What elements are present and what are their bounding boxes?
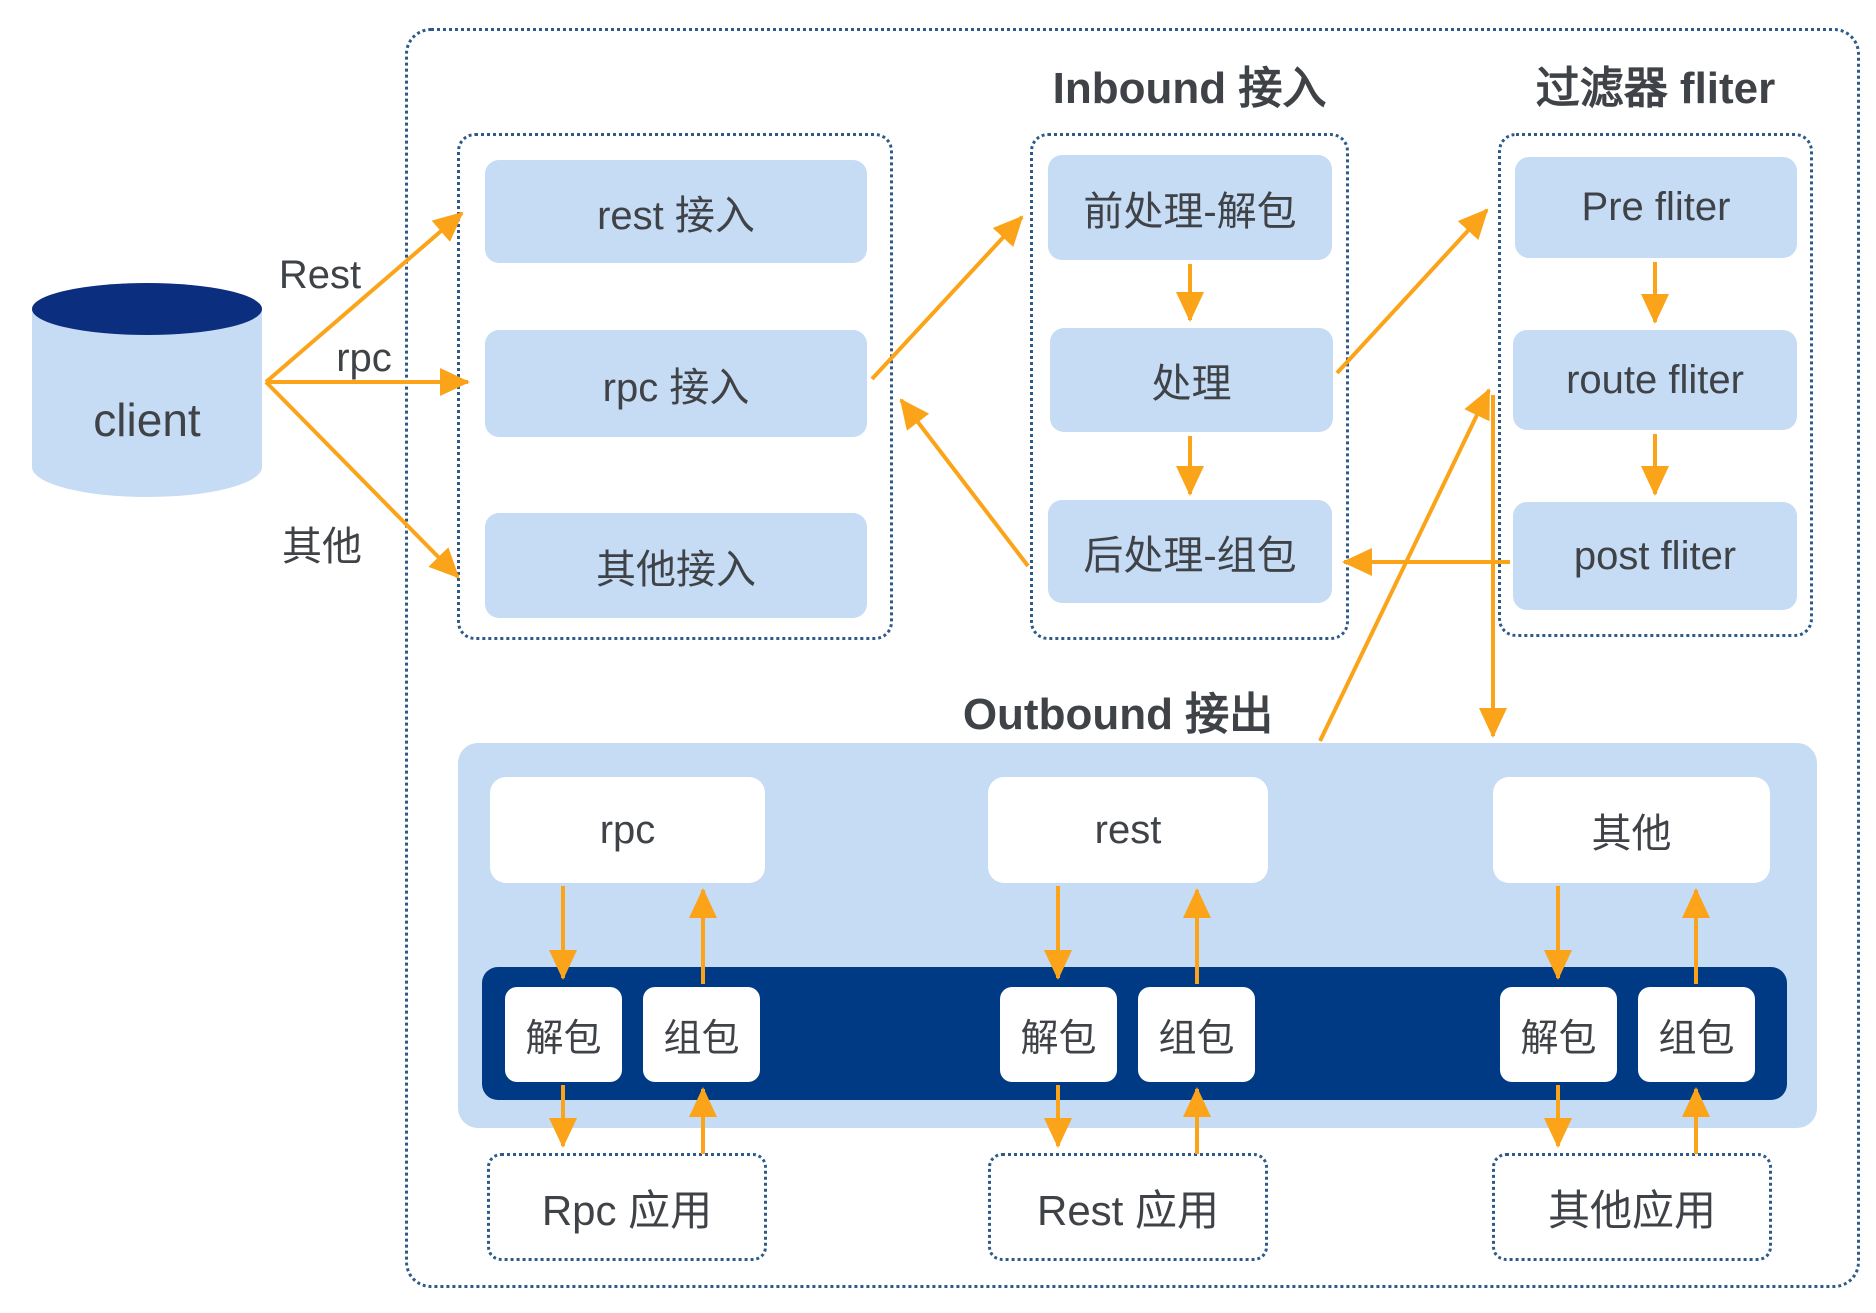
edge-label-other: 其他 <box>282 525 362 569</box>
node-other-app: 其他应用 <box>1492 1153 1772 1261</box>
node-pre-unpack: 前处理-解包 <box>1048 155 1332 260</box>
node-process: 处理 <box>1050 328 1333 432</box>
client-node: client <box>32 283 262 497</box>
node-rpc-app: Rpc 应用 <box>487 1153 767 1261</box>
node-other-unpack: 解包 <box>1500 987 1617 1082</box>
filter-title: 过滤器 fliter <box>1535 64 1776 113</box>
cylinder-top-icon <box>32 283 262 335</box>
node-outbound-rpc: rpc <box>490 777 765 883</box>
node-route-filter: route fliter <box>1513 330 1797 430</box>
node-rpc-unpack: 解包 <box>505 987 622 1082</box>
gateway-container-border <box>405 28 1860 1288</box>
inbound-title: Inbound 接入 <box>1052 64 1327 113</box>
node-rest-unpack: 解包 <box>1000 987 1117 1082</box>
inbound-group-border <box>1030 133 1349 640</box>
outbound-title: Outbound 接出 <box>962 690 1274 739</box>
node-pre-filter: Pre fliter <box>1515 157 1797 258</box>
node-post-filter: post fliter <box>1513 502 1797 610</box>
node-outbound-rest: rest <box>988 777 1268 883</box>
node-rest-pack: 组包 <box>1138 987 1255 1082</box>
node-rpc-access: rpc 接入 <box>485 330 867 437</box>
node-rest-access: rest 接入 <box>485 160 867 263</box>
node-other-access: 其他接入 <box>485 513 867 618</box>
node-rpc-pack: 组包 <box>643 987 760 1082</box>
node-other-pack: 组包 <box>1638 987 1755 1082</box>
filter-group-border <box>1498 133 1813 637</box>
node-rest-app: Rest 应用 <box>988 1153 1268 1261</box>
client-label: client <box>32 309 262 497</box>
edge-label-rpc: rpc <box>336 336 392 380</box>
node-outbound-other: 其他 <box>1493 777 1770 883</box>
node-post-pack: 后处理-组包 <box>1048 500 1332 603</box>
edge-label-rest: Rest <box>278 253 362 297</box>
